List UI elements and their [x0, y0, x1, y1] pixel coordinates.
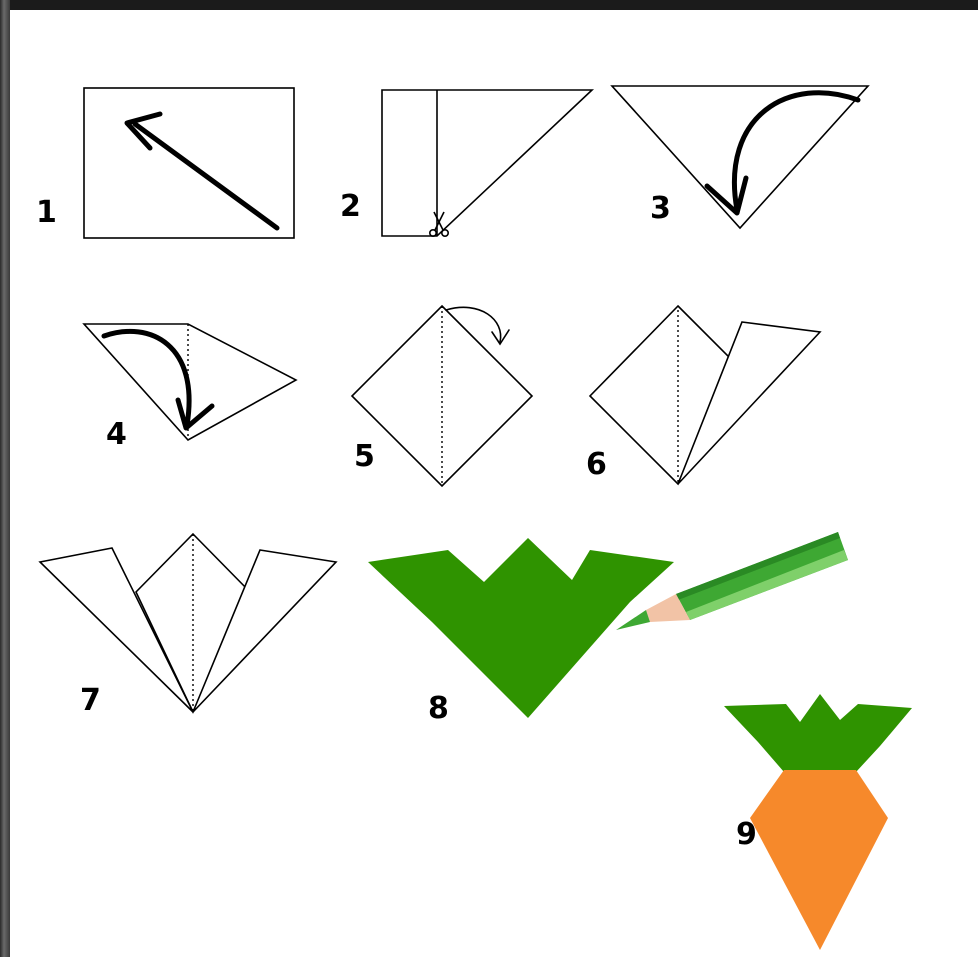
step-4: 4: [84, 324, 296, 452]
step-8: 8: [368, 532, 848, 726]
step-7: 7: [40, 534, 336, 718]
step-5: 5: [352, 306, 532, 486]
paper-square-half: [590, 306, 732, 484]
step-number: 3: [650, 191, 671, 226]
step-9: 9: [724, 694, 912, 950]
step-number: 4: [106, 417, 127, 452]
carrot-leaves: [724, 694, 912, 772]
carrot-body: [750, 770, 888, 950]
step-number: 8: [428, 691, 449, 726]
step-number: 2: [340, 189, 361, 224]
step-number: 9: [736, 817, 757, 852]
green-carrot-top-shape: [368, 538, 674, 718]
step-6: 6: [586, 306, 820, 484]
step-number: 1: [36, 195, 57, 230]
step-3: 3: [612, 86, 868, 228]
step-number: 6: [586, 447, 607, 482]
step-number: 5: [354, 439, 375, 474]
step-1: 1: [36, 88, 294, 238]
step-number: 7: [80, 683, 101, 718]
paper-folded-triangle: [382, 90, 592, 236]
step-2: 2: [340, 90, 592, 236]
